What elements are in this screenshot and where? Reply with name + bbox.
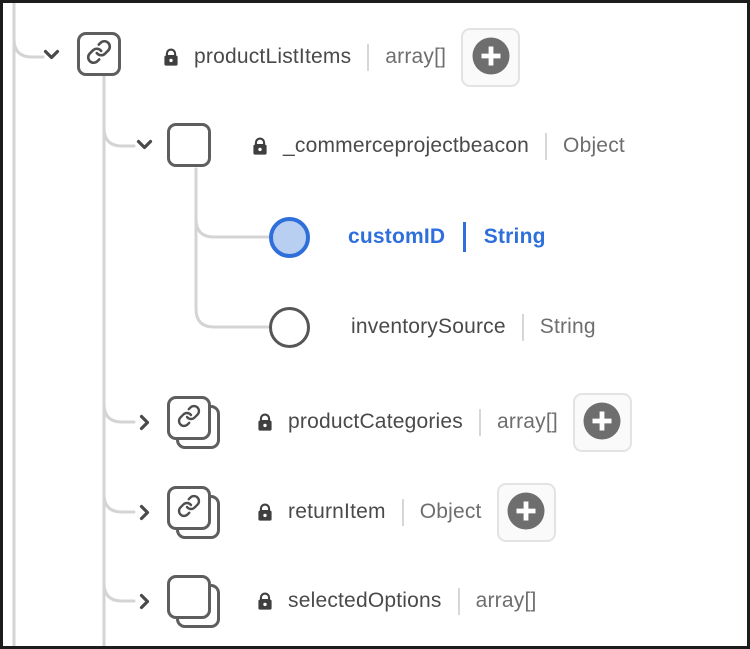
schema-row-customid: customID String	[348, 207, 546, 267]
stack-front-square	[167, 396, 211, 440]
node-icon-link-object-stack[interactable]	[167, 486, 220, 539]
plus-icon	[472, 37, 510, 78]
schema-row-selectedoptions: selectedOptions array[]	[257, 571, 537, 631]
node-icon-link-array-stack[interactable]	[167, 396, 220, 449]
lock-icon	[163, 48, 179, 67]
field-type: String	[483, 225, 546, 248]
field-type: array[]	[497, 410, 558, 433]
separator	[457, 587, 460, 615]
expand-chevron-productcategories[interactable]	[139, 414, 150, 431]
collapse-chevron-commerceprojectbeacon[interactable]	[136, 139, 153, 150]
field-name: customID	[348, 225, 446, 248]
plus-icon	[583, 402, 621, 443]
schema-row-returnitem: returnItem Object	[257, 482, 556, 542]
separator	[479, 408, 481, 436]
lock-icon	[257, 503, 273, 522]
separator	[401, 498, 404, 526]
schema-row-productcategories: productCategories array[]	[257, 392, 632, 452]
expand-chevron-selectedoptions[interactable]	[139, 593, 150, 610]
expand-chevron-returnitem[interactable]	[139, 504, 150, 521]
separator	[545, 132, 548, 160]
plus-icon	[507, 492, 545, 533]
collapse-chevron-productlistitems[interactable]	[43, 49, 60, 60]
field-name: returnItem	[288, 500, 386, 523]
field-type: array[]	[385, 45, 447, 68]
field-name: _commerceprojectbeacon	[283, 134, 530, 157]
node-icon-array-stack[interactable]	[167, 575, 220, 628]
schema-row-inventorysource: inventorySource String	[351, 297, 596, 357]
separator	[463, 222, 466, 252]
lock-icon	[257, 413, 273, 432]
stack-front-square	[167, 486, 211, 530]
stack-front-square	[167, 575, 211, 619]
node-icon-link-box[interactable]	[77, 32, 121, 76]
field-type: Object	[419, 500, 482, 523]
field-name: productListItems	[194, 45, 352, 68]
node-icon-object-box[interactable]	[167, 123, 211, 167]
field-type: array[]	[475, 589, 537, 612]
node-icon-field-selected[interactable]	[269, 217, 310, 258]
lock-icon	[257, 592, 273, 611]
node-icon-field[interactable]	[269, 307, 310, 348]
field-name: inventorySource	[351, 315, 506, 338]
schema-row-productlistitems: productListItems array[]	[163, 27, 521, 87]
link-icon	[177, 404, 201, 433]
field-name: selectedOptions	[288, 589, 442, 612]
link-icon	[86, 39, 112, 70]
separator	[521, 313, 524, 341]
tree-connector-lines	[12, 3, 271, 646]
add-field-button-returnitem[interactable]	[496, 482, 556, 542]
separator	[367, 43, 370, 71]
field-type: String	[539, 315, 596, 338]
field-type: Object	[563, 134, 625, 157]
add-field-button-productlistitems[interactable]	[461, 27, 521, 87]
lock-icon	[252, 137, 268, 156]
add-field-button-productcategories[interactable]	[572, 392, 632, 452]
field-name: productCategories	[288, 410, 463, 433]
schema-row-commerceprojectbeacon: _commerceprojectbeacon Object	[252, 116, 625, 176]
link-icon	[177, 494, 201, 523]
